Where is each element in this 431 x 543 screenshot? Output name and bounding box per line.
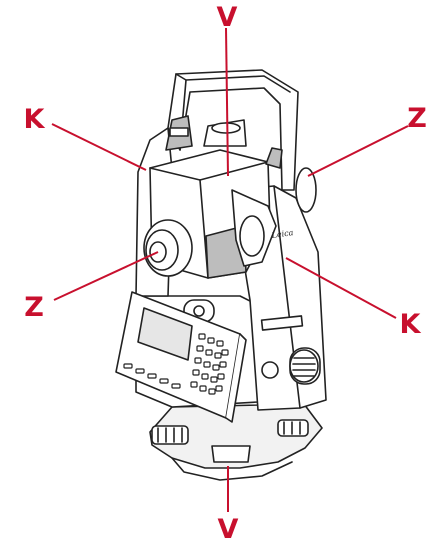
label-v-bottom: V <box>218 514 239 543</box>
fine-drive-knob <box>261 361 279 379</box>
label-z-left: Z <box>24 292 44 323</box>
trunnion-right <box>295 167 317 213</box>
label-v-top: V <box>217 2 238 33</box>
leader-k-right <box>285 257 397 319</box>
leveling-screw-right <box>277 419 309 437</box>
leader-k-left <box>51 123 147 171</box>
label-z-right: Z <box>407 103 427 134</box>
leveling-screw-left <box>151 425 189 445</box>
label-k-right: K <box>400 309 422 340</box>
label-k-left: K <box>24 104 46 135</box>
axis-labels: V K Z Z K V <box>24 2 427 543</box>
brand-logo: Leica <box>270 228 294 240</box>
leader-z-left <box>53 251 159 301</box>
label-leaders <box>51 27 409 512</box>
tribrach-underside <box>171 457 293 481</box>
right-post <box>265 147 283 169</box>
leader-v-top <box>225 27 229 177</box>
keypad-buttons <box>123 333 229 395</box>
lcd-screen <box>137 307 193 361</box>
leader-z-right <box>307 125 409 177</box>
carrying-handle <box>167 69 299 191</box>
leveling-screw-front <box>211 445 251 463</box>
standard-slot <box>260 315 304 331</box>
total-station-instrument <box>115 69 327 481</box>
